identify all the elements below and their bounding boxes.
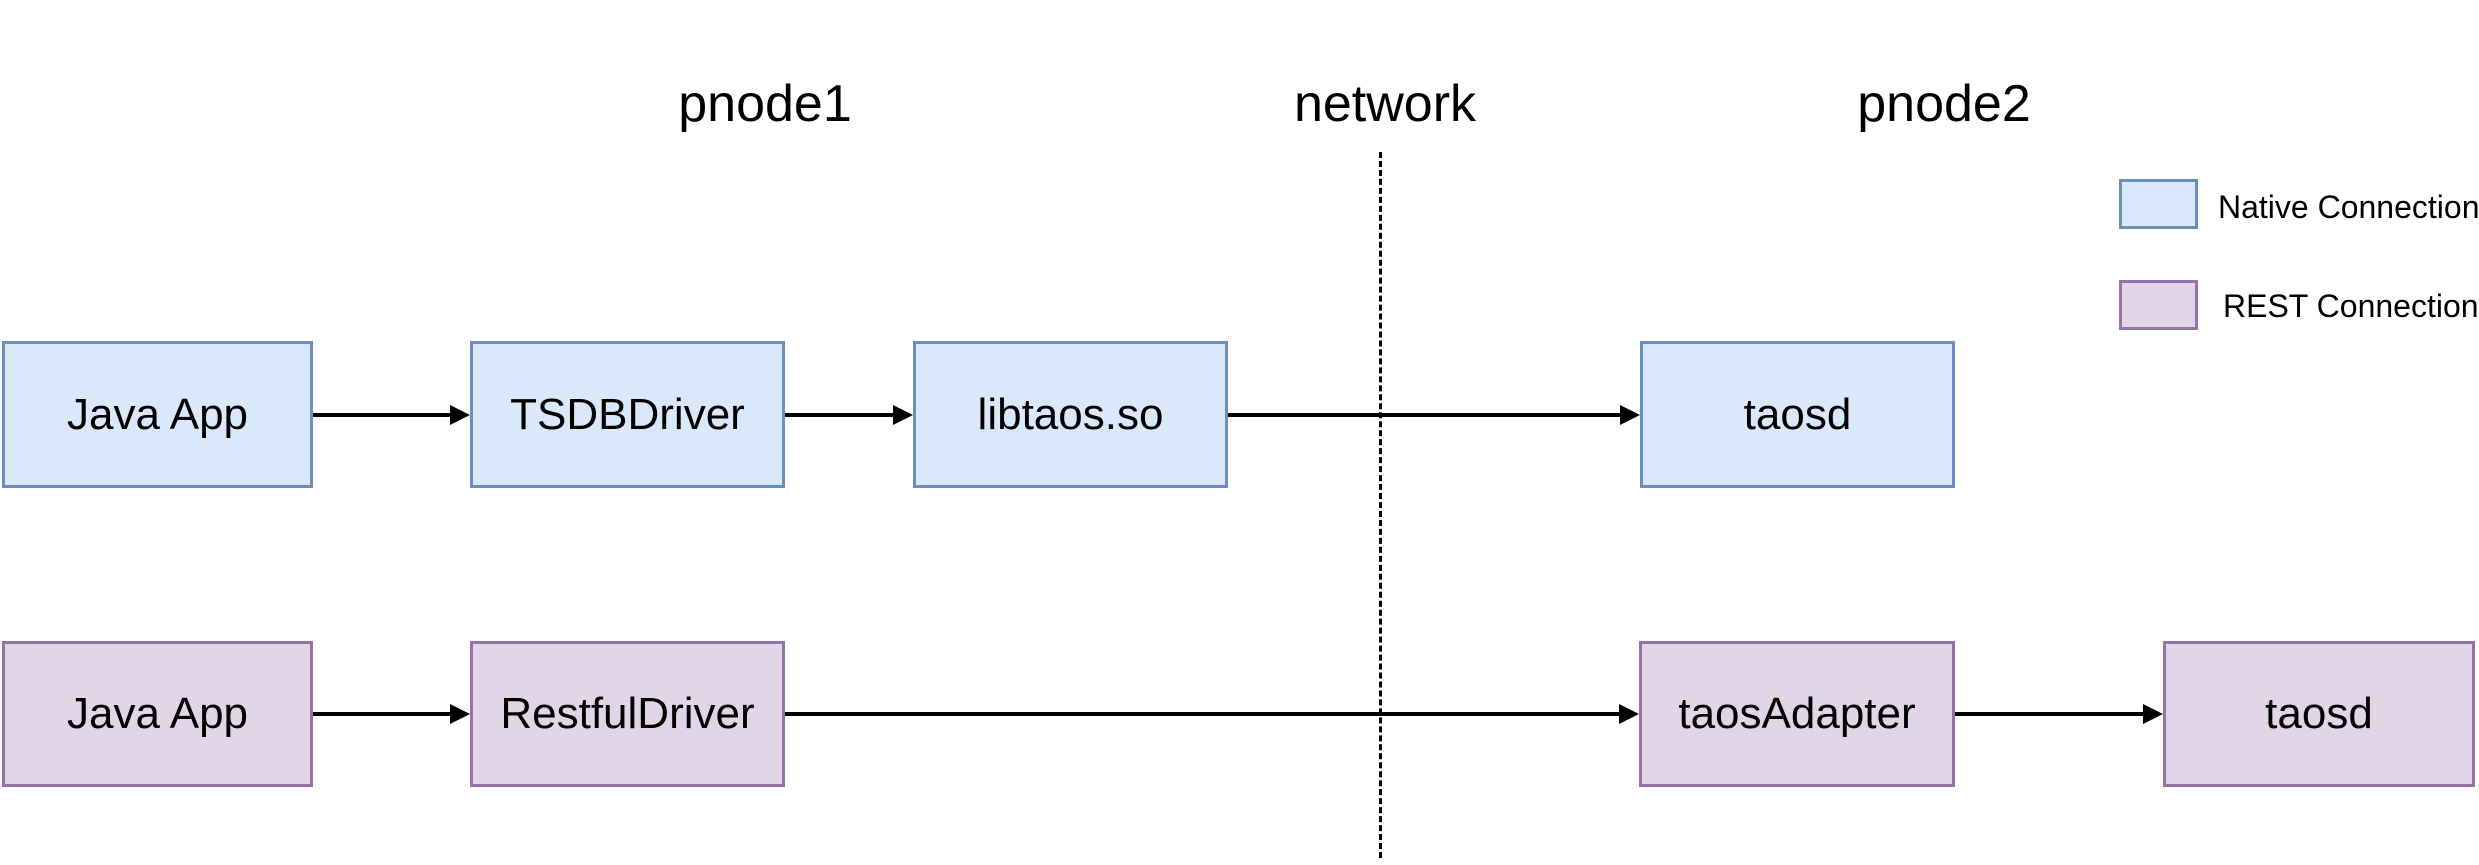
node-label: RestfulDriver: [500, 689, 755, 738]
node-restful-driver: RestfulDriver: [470, 641, 785, 787]
node-java-app-rest: Java App: [2, 641, 313, 787]
arrow-head-icon: [450, 405, 470, 425]
arrow-head-icon: [450, 704, 470, 724]
network-divider-dashed-line: [1379, 152, 1382, 858]
node-label: taosd: [2265, 689, 2373, 738]
native-connection-swatch: [2119, 179, 2198, 229]
node-label: Java App: [66, 389, 249, 439]
node-label: taosd: [1743, 389, 1852, 439]
arrow-line: [313, 413, 458, 417]
arrow-tsdbdriver-to-libtaos: [785, 405, 913, 425]
node-label: Java App: [66, 689, 249, 738]
arrow-head-icon: [1620, 405, 1640, 425]
arrow-line: [785, 413, 901, 417]
arrow-line: [1955, 712, 2151, 716]
arrow-javaapp-to-tsdbdriver: [313, 405, 470, 425]
arrow-restfuldriver-to-taosadapter: [785, 704, 1639, 724]
legend-label-rest: REST Connection: [2223, 288, 2479, 324]
arrow-line: [313, 712, 458, 716]
arrow-javaapp-to-restfuldriver: [313, 704, 470, 724]
arrow-line: [785, 712, 1627, 716]
legend-label-native: Native Connection: [2218, 189, 2479, 225]
rest-connection-swatch: [2119, 280, 2198, 330]
arrow-head-icon: [893, 405, 913, 425]
node-taosd-native: taosd: [1640, 341, 1955, 488]
region-label-network: network: [1293, 75, 1477, 133]
node-tsdb-driver: TSDBDriver: [470, 341, 785, 488]
arrow-taosadapter-to-taosd: [1955, 704, 2163, 724]
node-java-app-native: Java App: [2, 341, 313, 488]
node-taosd-rest: taosd: [2163, 641, 2475, 787]
node-taos-adapter: taosAdapter: [1639, 641, 1955, 787]
node-label: libtaos.so: [977, 389, 1164, 439]
node-libtaos-so: libtaos.so: [913, 341, 1228, 488]
arrow-libtaos-to-taosd: [1228, 405, 1640, 425]
region-label-pnode2: pnode2: [1857, 75, 2031, 133]
arrow-head-icon: [2143, 704, 2163, 724]
region-label-pnode1: pnode1: [678, 75, 852, 133]
arrow-head-icon: [1619, 704, 1639, 724]
node-label: TSDBDriver: [510, 389, 745, 439]
node-label: taosAdapter: [1678, 689, 1916, 738]
arrow-line: [1228, 413, 1628, 417]
